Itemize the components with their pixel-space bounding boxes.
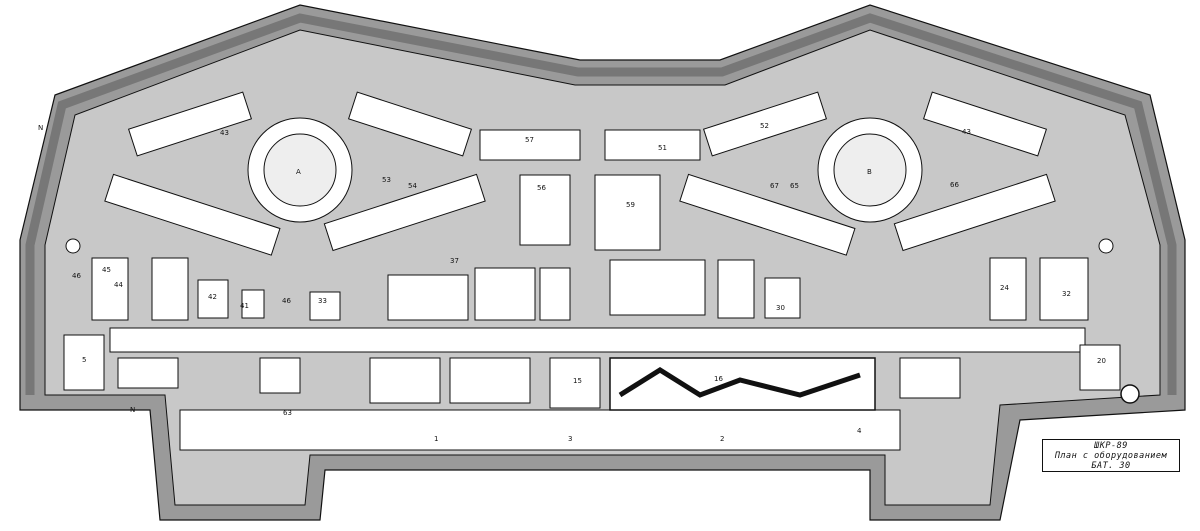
section-mark: A bbox=[296, 168, 301, 176]
room-label: 3 bbox=[568, 435, 572, 443]
room-label: 32 bbox=[1062, 290, 1071, 298]
room-label: 53 bbox=[382, 176, 391, 184]
room-label: 42 bbox=[208, 293, 217, 301]
room-label: 16 bbox=[714, 375, 723, 383]
room-label: 67 bbox=[770, 182, 779, 190]
room-label: 41 bbox=[240, 302, 249, 310]
dark-band bbox=[25, 13, 1177, 395]
main-corridor bbox=[109, 327, 1086, 353]
room-label: 20 bbox=[1097, 357, 1106, 365]
room-label: 59 bbox=[626, 201, 635, 209]
room-label: 2 bbox=[720, 435, 724, 443]
room-label: 63 bbox=[283, 409, 292, 417]
room-label: 43 bbox=[962, 128, 971, 136]
room-label: 15 bbox=[573, 377, 582, 385]
drawing-title: План с оборудованием bbox=[1054, 451, 1168, 461]
room-label: 30 bbox=[776, 304, 785, 312]
drawing-code: ШКР-89 bbox=[1094, 441, 1128, 451]
room-label: 56 bbox=[537, 184, 546, 192]
room-label: 33 bbox=[318, 297, 327, 305]
section-mark: N bbox=[38, 124, 43, 132]
room-label: 37 bbox=[450, 257, 459, 265]
room-label: 46 bbox=[72, 272, 81, 280]
room-label: 57 bbox=[525, 136, 534, 144]
room-label: 65 bbox=[790, 182, 799, 190]
room-label: 52 bbox=[760, 122, 769, 130]
room-label: 66 bbox=[950, 181, 959, 189]
left-gun-block bbox=[104, 91, 486, 256]
room-label: 24 bbox=[1000, 284, 1009, 292]
right-gun-block bbox=[679, 91, 1056, 256]
room-label: 51 bbox=[658, 144, 667, 152]
title-block: ШКР-89 План с оборудованием БАТ. 30 bbox=[1042, 439, 1180, 472]
section-mark: N bbox=[130, 406, 135, 414]
room-label: 46 bbox=[282, 297, 291, 305]
room-label: 45 bbox=[102, 266, 111, 274]
room-label: 5 bbox=[82, 356, 86, 364]
room-label: 44 bbox=[114, 281, 123, 289]
section-mark: B bbox=[867, 168, 872, 176]
north-marker-icon bbox=[1120, 384, 1140, 404]
room-label: 1 bbox=[434, 435, 438, 443]
battery-number: БАТ. 30 bbox=[1091, 461, 1131, 471]
room-label: 43 bbox=[220, 129, 229, 137]
room-label: 4 bbox=[857, 427, 862, 435]
room-label: 54 bbox=[408, 182, 417, 190]
